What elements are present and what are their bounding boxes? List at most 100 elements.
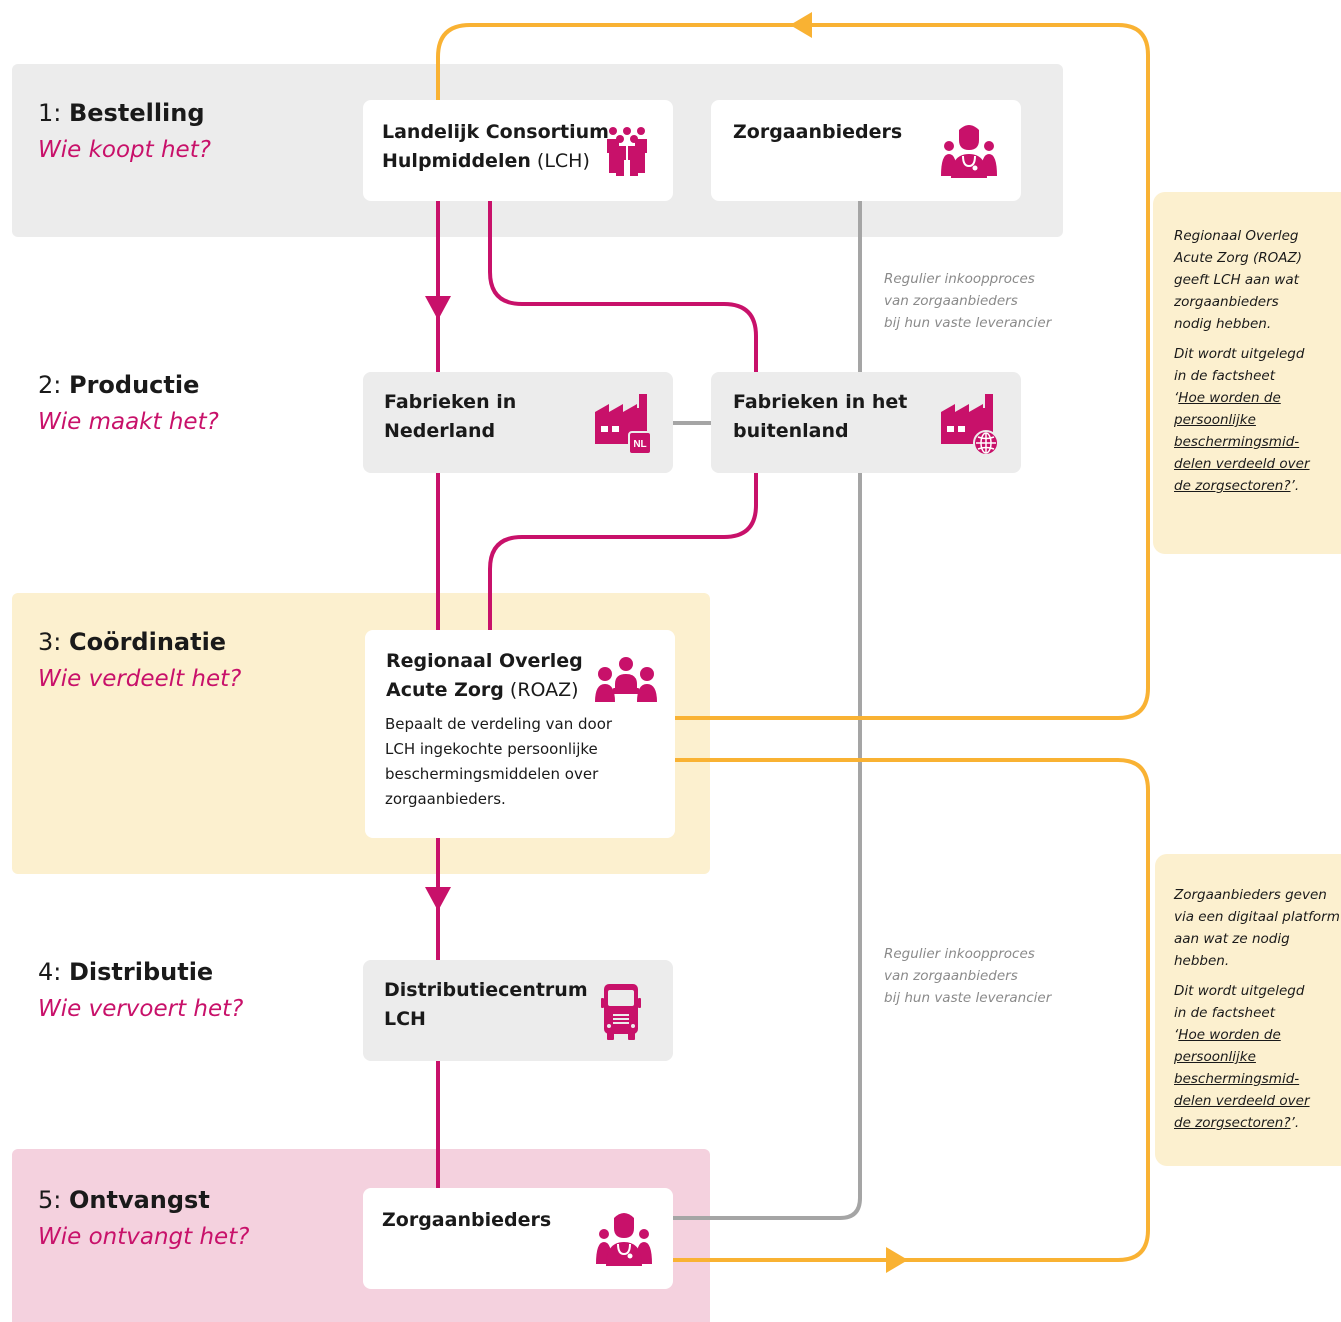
step-2: 2: Productie Wie maakt het? [38,370,219,438]
box-roaz: Regionaal Overleg Acute Zorg (ROAZ) Bepa… [365,630,675,838]
care-provider-icon [596,1213,652,1266]
box-fabrieken-buitenland: Fabrieken in het buitenland [711,372,1021,473]
box-title-line2: Nederland [384,420,496,442]
box-title-line2: LCH [384,1008,426,1030]
side-line: Zorgaanbieders geven [1174,887,1327,903]
step-label: Bestelling [68,99,205,127]
factsheet-link[interactable]: persoonlijke [1174,1049,1256,1065]
box-title: Regionaal Overleg Acute Zorg (ROAZ) [386,647,583,705]
box-fabrieken-nederland: Fabrieken in Nederland NL [363,372,673,473]
side-line: in de factsheet [1174,1005,1275,1021]
magenta-branch-to-foreign [488,200,758,372]
group-icon [607,127,647,176]
box-title-line1: Landelijk Consortium [382,121,609,143]
quote-open: ‘ [1174,390,1179,406]
box-title-abbr: (LCH) [530,150,590,172]
note-regulier-bottom: Regulier inkoopproces van zorgaanbieders… [884,943,1051,1009]
factsheet-link[interactable]: Hoe worden de [1178,390,1281,406]
desc-line: beschermingsmiddelen over [385,765,599,783]
box-title-line2: Acute Zorg [386,679,504,701]
box-distributiecentrum: Distributiecentrum LCH [363,960,673,1061]
factsheet-link[interactable]: delen verdeeld over [1174,456,1310,472]
orange-arrow-bottom [886,1247,908,1273]
truck-icon [601,984,641,1040]
factsheet-link[interactable]: beschermingsmid- [1174,434,1300,450]
box-title-line2: buitenland [733,420,849,442]
step-number: 3: [38,628,69,656]
orange-loop-roaz-to-lch [436,23,1150,720]
step-label: Coördinatie [68,628,227,656]
box-zorgaanbieders-top: Zorgaanbieders [711,100,1021,201]
factsheet-link[interactable]: beschermingsmid- [1174,1071,1300,1087]
side-line: Regionaal Overleg [1174,228,1299,244]
side-line: geeft LCH aan wat [1174,272,1299,288]
grey-procurement-line [672,200,862,1220]
factsheet-link[interactable]: Hoe worden de [1178,1027,1281,1043]
step-question: Wie verdeelt het? [38,666,242,692]
orange-arrow-top [790,12,812,38]
box-title: Fabrieken in het buitenland [733,388,907,446]
step-question: Wie koopt het? [38,137,211,163]
side-note-roaz: Regionaal Overleg Acute Zorg (ROAZ) geef… [1153,192,1341,554]
note-line: van zorgaanbieders [884,968,1018,984]
step-5: 5: Ontvangst Wie ontvangt het? [38,1185,249,1253]
side-line: ‘Hoe worden de [1174,387,1334,409]
box-title-line1: Distributiecentrum [384,979,588,1001]
side-note-text: Regionaal Overleg Acute Zorg (ROAZ) geef… [1174,225,1334,497]
side-line: via een digitaal platform [1174,909,1340,925]
note-line: bij hun vaste leverancier [884,315,1052,331]
box-title-line1: Fabrieken in [384,391,517,413]
factsheet-link[interactable]: delen verdeeld over [1174,1093,1310,1109]
box-title-line1: Fabrieken in het [733,391,908,413]
step-number: 1: [38,99,69,127]
step-label: Productie [68,371,200,399]
step-label: Ontvangst [68,1186,210,1214]
side-line: Acute Zorg (ROAZ) [1174,250,1303,266]
box-description: Bepaalt de verdeling van door LCH ingeko… [385,712,612,812]
side-line: zorgaanbieders [1174,294,1279,310]
side-line: Dit wordt uitgelegd [1174,346,1305,362]
quote-open: ‘ [1174,1027,1179,1043]
factory-nl-icon: NL [595,394,651,454]
factsheet-link[interactable]: de zorgsectoren? [1174,1115,1291,1131]
side-line: in de factsheet [1174,368,1275,384]
note-regulier-top: Regulier inkoopproces van zorgaanbieders… [884,268,1051,334]
note-line: bij hun vaste leverancier [884,990,1052,1006]
side-note-text: Zorgaanbieders geven via een digitaal pl… [1174,884,1341,1134]
factsheet-link[interactable]: de zorgsectoren? [1174,478,1291,494]
side-line: aan wat ze nodig hebben. [1174,931,1290,969]
side-line: Dit wordt uitgelegd [1174,983,1305,999]
box-title: Zorgaanbieders [733,121,903,143]
step-number: 5: [38,1186,69,1214]
desc-line: zorgaanbieders. [385,790,506,808]
side-line: ‘Hoe worden de [1174,1024,1341,1046]
step-1: 1: Bestelling Wie koopt het? [38,98,211,166]
factsheet-link[interactable]: persoonlijke [1174,412,1256,428]
step-question: Wie vervoert het? [38,996,244,1022]
step-number: 2: [38,371,69,399]
desc-line: Bepaalt de verdeling van door [385,715,613,733]
orange-loop-zorg-to-roaz [672,758,1150,1262]
care-provider-icon [941,125,997,178]
box-title: Landelijk Consortium Hulpmiddelen (LCH) [382,118,609,176]
box-title: Distributiecentrum LCH [384,976,588,1034]
factory-globe-icon [941,394,999,456]
step-3: 3: Coördinatie Wie verdeelt het? [38,627,241,695]
box-title-line1: Regionaal Overleg [386,650,583,672]
quote-close: ’. [1290,1115,1300,1131]
magenta-branch-from-foreign [488,472,758,630]
box-zorgaanbieders-bottom: Zorgaanbieders [363,1188,673,1289]
note-line: Regulier inkoopproces [884,271,1035,287]
step-question: Wie ontvangt het? [38,1224,250,1250]
side-note-zorgaanbieders: Zorgaanbieders geven via een digitaal pl… [1155,854,1341,1166]
magenta-arrow-2 [425,887,451,911]
note-line: Regulier inkoopproces [884,946,1035,962]
step-question: Wie maakt het? [38,409,219,435]
step-number: 4: [38,958,69,986]
side-line: nodig hebben. [1174,316,1272,332]
step-label: Distributie [68,958,214,986]
factory-badge-text: NL [633,439,646,450]
meeting-icon [595,657,657,702]
